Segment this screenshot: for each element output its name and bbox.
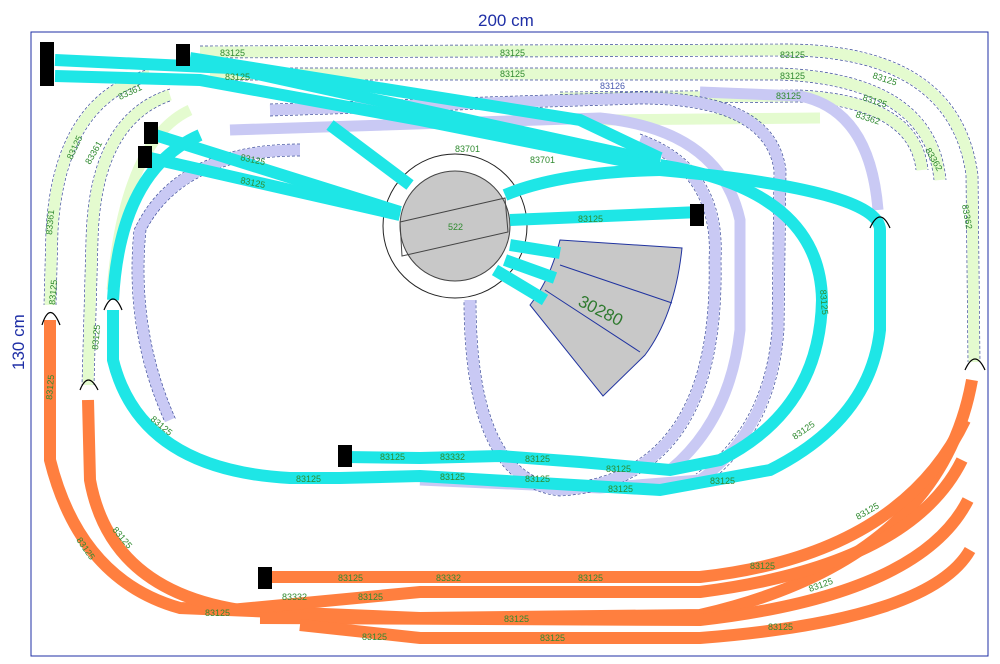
cyan-outer-loop <box>107 164 886 497</box>
track-label: 83125 <box>205 608 230 618</box>
roundhouse-divider-2 <box>544 289 641 353</box>
cyan-siding-2 <box>54 70 662 174</box>
track-label: 83125 <box>710 476 735 486</box>
orange-tracks <box>44 320 978 644</box>
blue-track-inner <box>229 112 746 475</box>
track-label: 83125 <box>540 633 565 643</box>
turntable-label: 522 <box>448 222 463 232</box>
track-label: 83125 <box>90 324 102 350</box>
buffer-stop-icon <box>258 567 272 589</box>
track-label: 83125 <box>525 474 550 484</box>
track-label: 83125 <box>750 561 775 571</box>
track-label: 83125 <box>338 573 363 583</box>
track-label: 83361 <box>44 209 56 235</box>
buffer-stop-icon <box>144 122 158 144</box>
track-label: 83125 <box>780 71 805 81</box>
cyan-turntable-nw <box>326 120 414 190</box>
track-label: 83125 <box>578 573 603 583</box>
tunnel-portal-icon <box>79 379 99 391</box>
track-label: 83125 <box>220 48 245 58</box>
cyan-tracks <box>54 52 886 497</box>
green-track-outer <box>199 44 980 363</box>
orange-inner <box>82 399 241 616</box>
orange-line-2 <box>229 457 968 616</box>
track-label: 83125 <box>500 69 525 79</box>
track-label: 83125 <box>47 279 59 305</box>
track-label: 83125 <box>504 614 529 624</box>
buffer-stop-icon <box>338 445 352 467</box>
track-label: 83125 <box>768 622 793 632</box>
track-label: 83125 <box>44 374 56 400</box>
turntable-bridge <box>399 197 509 257</box>
track-label: 83125 <box>606 464 631 474</box>
buffer-stop-icon <box>40 42 54 86</box>
track-label: 83332 <box>282 592 307 602</box>
cyan-rh-1 <box>509 239 561 259</box>
buffer-stop-icon <box>690 204 704 226</box>
tunnel-portal-icon <box>869 216 891 229</box>
cyan-left-loop <box>107 129 203 301</box>
green-track-inner <box>210 68 946 181</box>
height-dimension-label: 130 cm <box>9 314 28 370</box>
cyan-siding-3 <box>189 52 663 164</box>
roundhouse-divider-1 <box>559 264 673 304</box>
width-dimension-label: 200 cm <box>478 11 534 30</box>
track-label: 83126 <box>600 81 625 91</box>
cyan-to-turntable-2 <box>148 152 402 221</box>
track-label: 83125 <box>380 452 405 462</box>
buffer-stop-icon <box>176 44 190 66</box>
track-label: 83125 <box>578 214 603 224</box>
track-label: 83125 <box>525 454 550 464</box>
blue-track-loop-a <box>464 134 721 496</box>
track-label: 83125 <box>225 72 250 82</box>
cyan-turntable-ne <box>502 164 661 201</box>
track-label: 83332 <box>436 573 461 583</box>
track-label: 83125 <box>780 50 805 60</box>
cyan-main-loop <box>344 159 829 477</box>
track-label: 83125 <box>440 472 465 482</box>
track-label: 83125 <box>500 48 525 58</box>
orange-line-4 <box>299 546 976 644</box>
track-label: 83125 <box>358 592 383 602</box>
track-label: 83362 <box>960 204 974 230</box>
green-track-left-inner <box>82 89 172 386</box>
track-label: 83125 <box>608 484 633 494</box>
buffer-stops <box>40 42 704 589</box>
cyan-rh-2 <box>502 254 558 284</box>
track-label: 83125 <box>818 289 830 315</box>
track-label: 83125 <box>776 91 801 101</box>
orange-siding-top <box>270 417 971 583</box>
cyan-to-turntable-1 <box>153 129 402 218</box>
track-label: 83332 <box>440 452 465 462</box>
track-labels: 83125 83125 83125 83125 83126 83125 8312… <box>44 48 974 643</box>
green-upper-dash <box>43 43 981 386</box>
track-label: 83701 <box>530 155 555 165</box>
orange-line-3 <box>259 497 974 627</box>
track-label: 83125 <box>296 474 321 484</box>
roundhouse-building <box>529 239 683 397</box>
cyan-turntable-east <box>509 206 701 226</box>
cyan-rh-3 <box>491 264 549 306</box>
tunnel-portal-icon <box>964 358 986 371</box>
tunnel-portals <box>41 216 986 391</box>
tunnel-portal-icon <box>41 311 61 326</box>
baseboard-outline <box>30 31 989 657</box>
track-label: 83125 <box>362 632 387 642</box>
track-label: 83701 <box>455 144 480 154</box>
buffer-stop-icon <box>138 146 152 168</box>
tunnel-portal-icon <box>103 298 123 311</box>
blue-track-right-top <box>699 86 884 211</box>
